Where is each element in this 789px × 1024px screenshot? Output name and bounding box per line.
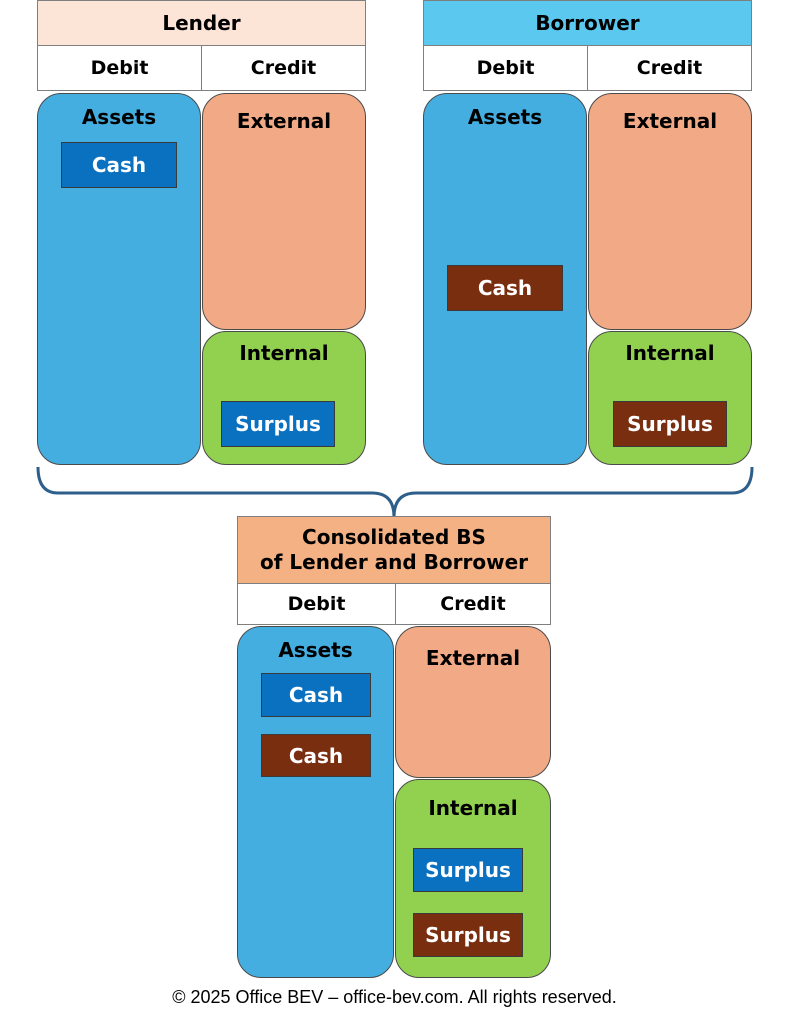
borrower-credit-header: Credit xyxy=(587,45,752,91)
lender-debit-header: Debit xyxy=(37,45,202,91)
lender-credit-header: Credit xyxy=(201,45,366,91)
borrower-assets-label: Assets xyxy=(467,105,543,129)
borrower-external-panel: External xyxy=(588,93,752,330)
lender-cash-item: Cash xyxy=(61,142,177,188)
borrower-external-label: External xyxy=(622,109,718,133)
lender-internal-label: Internal xyxy=(239,341,329,365)
lender-surplus-item: Surplus xyxy=(221,401,335,447)
borrower-title-text: Borrower xyxy=(535,11,640,35)
borrower-title: Borrower xyxy=(423,0,752,46)
consolidated-title-line2: of Lender and Borrower xyxy=(259,550,529,574)
lender-assets-label: Assets xyxy=(81,105,157,129)
lender-title-text: Lender xyxy=(162,11,241,35)
borrower-debit-header: Debit xyxy=(423,45,588,91)
consolidated-borrower-cash-item: Cash xyxy=(261,734,371,777)
consolidated-debit-header: Debit xyxy=(237,583,396,625)
consolidated-internal-label: Internal xyxy=(428,796,518,820)
consolidated-lender-surplus-item: Surplus xyxy=(413,848,523,892)
consolidated-external-panel: External xyxy=(395,626,551,778)
consolidated-title-line1: Consolidated BS xyxy=(302,525,486,549)
borrower-internal-label: Internal xyxy=(625,341,715,365)
lender-title: Lender xyxy=(37,0,366,46)
lender-external-panel: External xyxy=(202,93,366,330)
consolidated-assets-label: Assets xyxy=(278,638,353,662)
consolidated-lender-cash-item: Cash xyxy=(261,673,371,717)
consolidated-borrower-surplus-item: Surplus xyxy=(413,913,523,957)
consolidated-credit-header: Credit xyxy=(395,583,551,625)
consolidated-title: Consolidated BS of Lender and Borrower xyxy=(237,516,551,584)
copyright-footer: © 2025 Office BEV – office-bev.com. All … xyxy=(172,987,617,1007)
borrower-surplus-item: Surplus xyxy=(613,401,727,447)
lender-external-label: External xyxy=(236,109,332,133)
consolidated-external-label: External xyxy=(425,646,521,670)
borrower-cash-item: Cash xyxy=(447,265,563,311)
